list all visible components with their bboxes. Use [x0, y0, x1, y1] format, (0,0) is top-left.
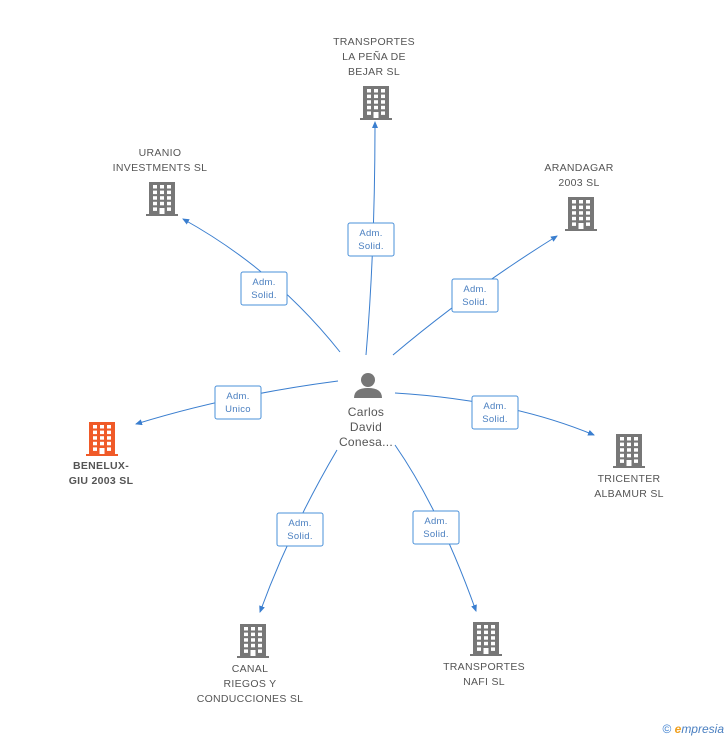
company-label-line: BEJAR SL [348, 66, 400, 78]
role-badge-arandagar[interactable]: Adm. Solid. [451, 278, 499, 313]
role-line: Solid. [462, 297, 488, 308]
person-name-line-3: Conesa... [339, 435, 393, 449]
company-label-line: RIEGOS Y [224, 678, 277, 690]
building-icon [146, 182, 178, 216]
role-line: Unico [225, 404, 251, 415]
company-label-line: CANAL [232, 663, 269, 675]
company-label-line: TRANSPORTES [333, 36, 415, 48]
building-icon [470, 622, 502, 656]
company-label-line: ALBAMUR SL [594, 488, 664, 500]
role-line: Solid. [358, 241, 384, 252]
role-badge-canal[interactable]: Adm. Solid. [276, 512, 324, 547]
company-label-line: BENELUX- [73, 460, 129, 472]
brand-logo[interactable]: empresia [674, 722, 724, 736]
company-node-tricenter[interactable]: TRICENTER ALBAMUR SL [594, 434, 664, 500]
role-line: Solid. [287, 531, 313, 542]
building-icon [565, 197, 597, 231]
company-node-canal[interactable]: CANAL RIEGOS Y CONDUCCIONES SL [197, 624, 304, 705]
company-node-benelux[interactable]: BENELUX- GIU 2003 SL [69, 422, 134, 487]
company-label-line: TRANSPORTES [443, 661, 525, 673]
person-icon [354, 373, 382, 398]
company-label-line: LA PEÑA DE [342, 50, 406, 63]
building-icon [360, 86, 392, 120]
role-line: Solid. [482, 414, 508, 425]
company-node-uranio[interactable]: URANIO INVESTMENTS SL [113, 147, 208, 216]
role-line: Adm. [226, 391, 249, 402]
company-node-arandagar[interactable]: ARANDAGAR 2003 SL [544, 162, 613, 231]
role-line: Adm. [359, 228, 382, 239]
company-label-line: URANIO [139, 147, 182, 159]
company-label-line: 2003 SL [558, 177, 599, 189]
building-icon [237, 624, 269, 658]
company-label-line: TRICENTER [598, 473, 661, 485]
person-name-line-2: David [350, 420, 382, 434]
role-badge-tricenter[interactable]: Adm. Solid. [471, 395, 519, 430]
role-badge-transportes-nafi[interactable]: Adm. Solid. [412, 510, 460, 545]
person-node[interactable]: Carlos David Conesa... [339, 373, 393, 449]
company-label-line: NAFI SL [463, 676, 505, 688]
role-line: Solid. [251, 290, 277, 301]
role-line: Adm. [483, 401, 506, 412]
company-node-transportes-nafi[interactable]: TRANSPORTES NAFI SL [443, 622, 525, 688]
person-name-line-1: Carlos [348, 405, 384, 419]
footer-copyright: © empresia [662, 722, 724, 736]
role-badge-transportes-pena[interactable]: Adm. Solid. [347, 222, 395, 257]
role-line: Adm. [463, 284, 486, 295]
role-line: Solid. [423, 529, 449, 540]
role-badge-benelux[interactable]: Adm. Unico [214, 385, 262, 420]
role-line: Adm. [252, 277, 275, 288]
company-label-line: GIU 2003 SL [69, 475, 134, 487]
company-label-line: INVESTMENTS SL [113, 162, 208, 174]
company-label-line: ARANDAGAR [544, 162, 613, 174]
role-badge-uranio[interactable]: Adm. Solid. [240, 271, 288, 306]
building-icon [86, 422, 118, 456]
company-node-transportes-pena[interactable]: TRANSPORTES LA PEÑA DE BEJAR SL [333, 36, 415, 120]
building-icon [613, 434, 645, 468]
role-line: Adm. [288, 518, 311, 529]
role-line: Adm. [424, 516, 447, 527]
copyright-symbol: © [662, 722, 672, 736]
company-label-line: CONDUCCIONES SL [197, 693, 304, 705]
